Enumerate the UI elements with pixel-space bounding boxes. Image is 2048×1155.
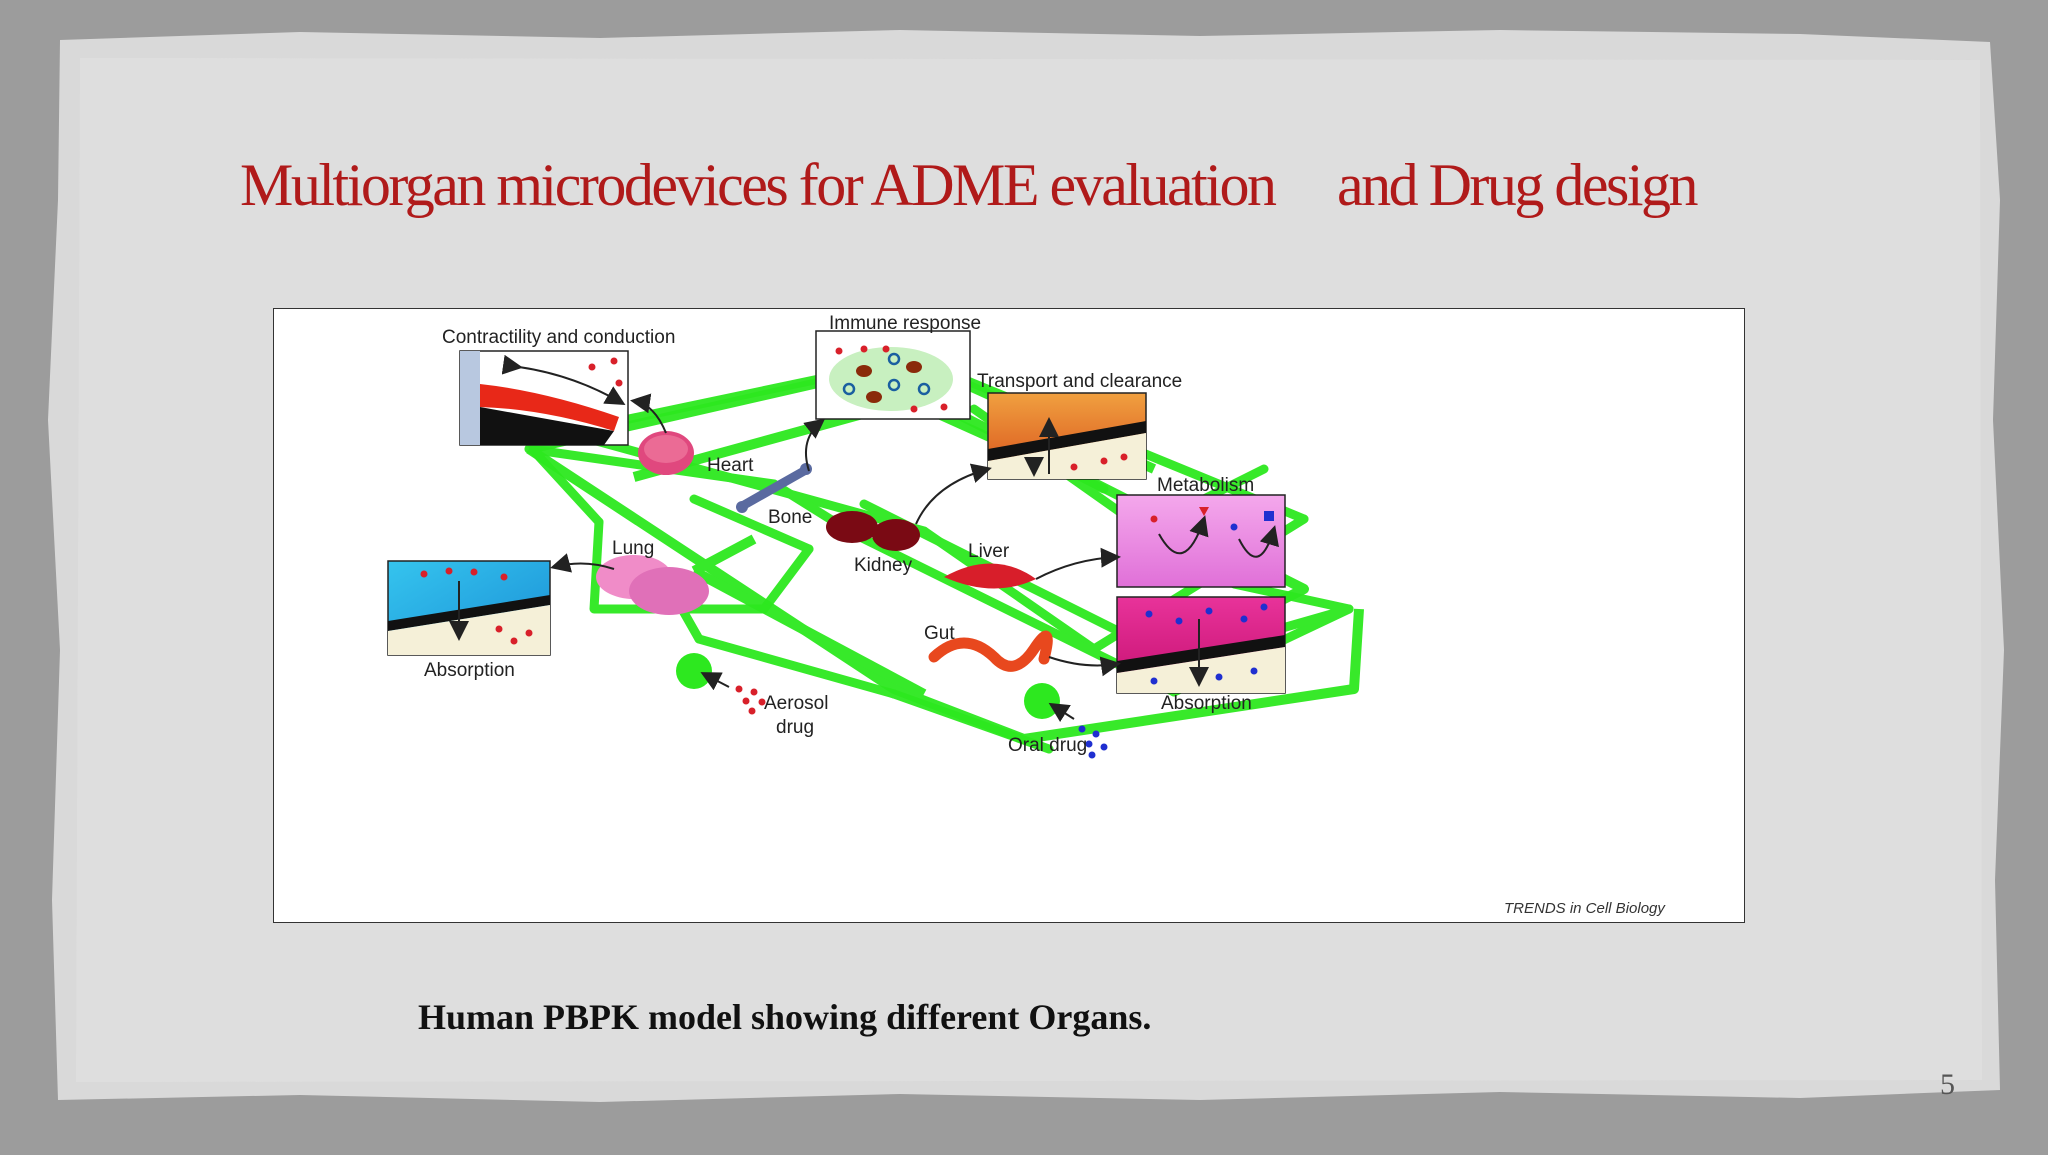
connector-arrows xyxy=(550,393,1121,677)
label-absorption-left: Absorption xyxy=(424,660,515,681)
absorption-left-panel xyxy=(387,560,551,656)
bone-organ xyxy=(736,463,812,513)
label-lung: Lung xyxy=(612,538,654,559)
oral-input xyxy=(1024,683,1108,759)
label-bone: Bone xyxy=(768,507,812,528)
label-kidney: Kidney xyxy=(854,555,913,576)
contractility-panel xyxy=(459,350,629,446)
label-immune: Immune response xyxy=(829,313,981,334)
absorption-right-panel xyxy=(1116,596,1286,694)
aerosol-input xyxy=(676,653,766,715)
label-aerosol-1: Aerosol xyxy=(764,693,828,714)
label-transport: Transport and clearance xyxy=(977,371,1182,392)
page-number: 5 xyxy=(1940,1068,1955,1101)
immune-panel xyxy=(815,330,971,420)
figure-caption: Human PBPK model showing different Organ… xyxy=(418,997,1152,1037)
metabolism-panel xyxy=(1116,494,1286,588)
pbpk-figure: Contractility and conduction Immune resp… xyxy=(273,308,1745,923)
heart-organ xyxy=(638,431,694,475)
lung-organ xyxy=(596,555,709,615)
liver-organ xyxy=(944,563,1036,589)
transport-panel xyxy=(987,392,1147,480)
label-oral: Oral drug xyxy=(1008,735,1087,756)
label-liver: Liver xyxy=(968,541,1010,562)
label-metabolism: Metabolism xyxy=(1157,475,1254,496)
label-gut: Gut xyxy=(924,623,955,644)
gut-organ xyxy=(928,630,1053,672)
label-credit: TRENDS in Cell Biology xyxy=(1504,900,1666,917)
label-contractility: Contractility and conduction xyxy=(442,327,675,348)
label-absorption-right: Absorption xyxy=(1161,693,1252,714)
kidney-organ xyxy=(826,511,920,551)
label-heart: Heart xyxy=(707,455,754,476)
slide-title: Multiorgan microdevices for ADME evaluat… xyxy=(240,152,1699,218)
label-aerosol-2: drug xyxy=(776,717,814,738)
